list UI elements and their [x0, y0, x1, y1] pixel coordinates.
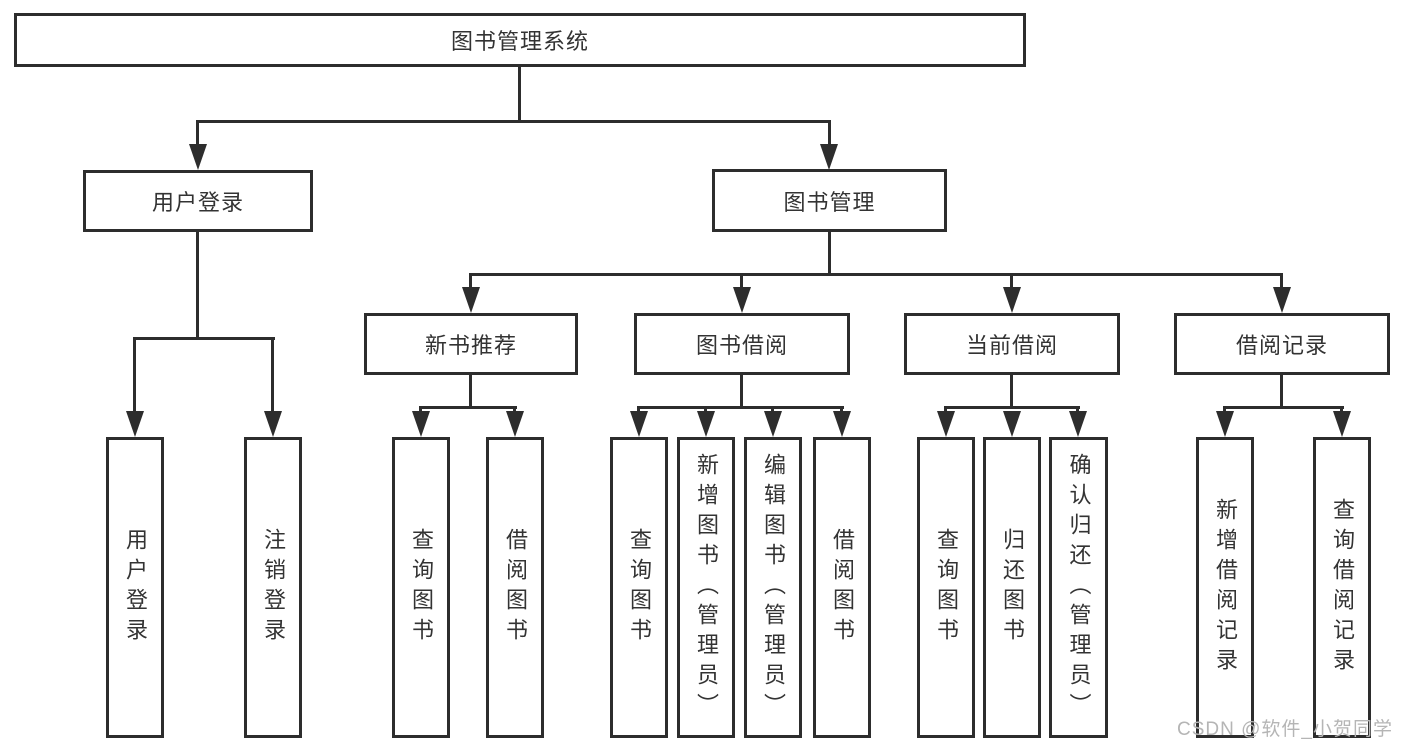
connector-arrow: [264, 411, 282, 437]
connector-arrow: [937, 411, 955, 437]
connector-arrow: [764, 411, 782, 437]
node-leaf-user-login: 用户登录: [106, 437, 164, 738]
node-leaf-return-book: 归还图书: [983, 437, 1041, 738]
node-leaf-logout: 注销登录: [244, 437, 302, 738]
connector-arrow: [506, 411, 524, 437]
connector-arrow: [1003, 287, 1021, 313]
node-borrow-record: 借阅记录: [1174, 313, 1390, 375]
connector-line: [469, 273, 1283, 276]
node-leaf-query-borrow-record: 查询借阅记录: [1313, 437, 1371, 738]
node-label: 新增图书（管理员）: [694, 452, 719, 723]
connector-line: [1010, 273, 1013, 291]
node-label: 当前借阅: [965, 333, 1058, 358]
node-label: 编辑图书（管理员）: [761, 452, 786, 723]
node-label: 用户登录: [151, 190, 244, 215]
connector-line: [133, 337, 275, 340]
node-user-login: 用户登录: [83, 170, 313, 232]
node-label: 查询图书: [409, 527, 434, 648]
connector-line: [469, 375, 472, 409]
node-label: 用户登录: [123, 527, 148, 648]
node-label: 查询图书: [627, 527, 652, 648]
connector-line: [1223, 406, 1226, 415]
connector-line: [944, 406, 1080, 409]
connector-line: [1010, 375, 1013, 409]
node-leaf-confirm-return-admin: 确认归还（管理员）: [1049, 437, 1108, 738]
node-leaf-add-book-admin: 新增图书（管理员）: [677, 437, 735, 738]
node-label: 图书借阅: [695, 333, 788, 358]
connector-line: [518, 67, 521, 123]
connector-line: [197, 120, 831, 123]
node-label: 借阅记录: [1235, 333, 1328, 358]
connector-line: [944, 406, 947, 415]
connector-line: [828, 232, 831, 276]
connector-arrow: [833, 411, 851, 437]
connector-line: [828, 120, 831, 148]
connector-arrow: [462, 287, 480, 313]
node-label: 借阅图书: [830, 527, 855, 648]
node-label: 确认归还（管理员）: [1066, 452, 1092, 723]
node-current-borrow: 当前借阅: [904, 313, 1120, 375]
connector-line: [196, 232, 199, 340]
node-label: 查询图书: [934, 527, 959, 648]
connector-line: [740, 375, 743, 409]
connector-arrow: [1003, 411, 1021, 437]
connector-line: [840, 406, 843, 415]
connector-arrow: [630, 411, 648, 437]
connector-arrow: [1333, 411, 1351, 437]
connector-arrow: [1273, 287, 1291, 313]
connector-line: [419, 406, 422, 415]
connector-line: [469, 273, 472, 291]
node-label: 查询借阅记录: [1330, 497, 1355, 678]
connector-line: [637, 406, 640, 415]
node-leaf-query-book-recommend: 查询图书: [392, 437, 450, 738]
connector-line: [1280, 375, 1283, 409]
connector-arrow: [1216, 411, 1234, 437]
connector-line: [704, 406, 707, 415]
connector-line: [740, 273, 743, 291]
connector-arrow: [412, 411, 430, 437]
connector-line: [1076, 406, 1079, 415]
node-leaf-borrow-book-recommend: 借阅图书: [486, 437, 544, 738]
connector-line: [637, 406, 844, 409]
node-leaf-edit-book-admin: 编辑图书（管理员）: [744, 437, 802, 738]
node-new-book-recommend: 新书推荐: [364, 313, 578, 375]
connector-line: [271, 337, 274, 415]
node-label: 图书管理系统: [450, 29, 589, 54]
connector-line: [1223, 406, 1344, 409]
node-label: 新书推荐: [424, 333, 517, 358]
node-leaf-query-book-current: 查询图书: [917, 437, 975, 738]
node-label: 新增借阅记录: [1213, 497, 1238, 678]
node-book-borrow: 图书借阅: [634, 313, 850, 375]
connector-line: [513, 406, 516, 415]
node-book-management: 图书管理: [712, 169, 947, 232]
node-label: 注销登录: [261, 527, 286, 648]
node-label: 借阅图书: [503, 527, 528, 648]
node-leaf-borrow-book: 借阅图书: [813, 437, 871, 738]
connector-arrow: [733, 287, 751, 313]
connector-line: [771, 406, 774, 415]
connector-line: [133, 337, 136, 415]
connector-line: [196, 120, 199, 148]
connector-line: [1340, 406, 1343, 415]
connector-arrow: [126, 411, 144, 437]
connector-arrow: [697, 411, 715, 437]
connector-arrow: [189, 144, 207, 170]
watermark: CSDN @软件_小贺同学: [1177, 719, 1393, 740]
connector-arrow: [820, 144, 838, 170]
connector-line: [419, 406, 517, 409]
node-label: 图书管理: [783, 189, 876, 215]
node-label: 归还图书: [1000, 527, 1025, 648]
connector-arrow: [1069, 411, 1087, 437]
node-leaf-add-borrow-record: 新增借阅记录: [1196, 437, 1254, 738]
node-root: 图书管理系统: [14, 13, 1026, 67]
connector-line: [1280, 273, 1283, 291]
node-leaf-query-book-borrow: 查询图书: [610, 437, 668, 738]
